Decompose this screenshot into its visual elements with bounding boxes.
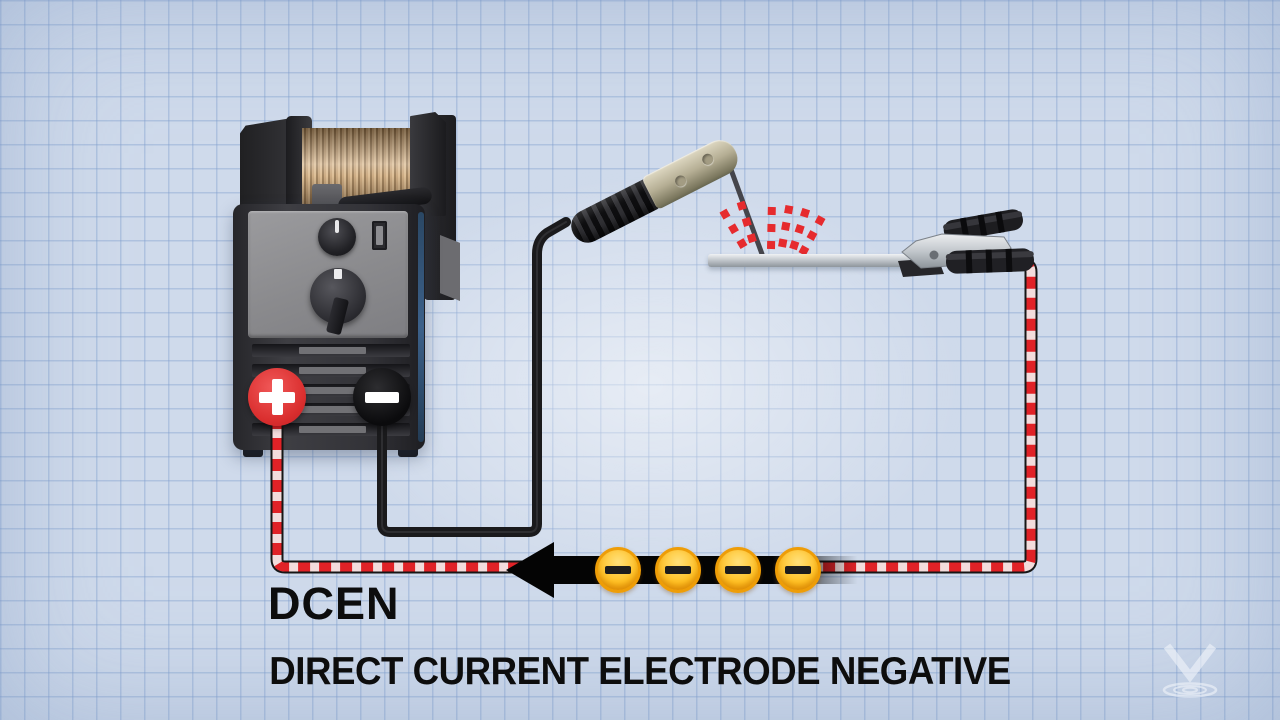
power-switch	[372, 221, 387, 250]
machine-side-edge	[418, 212, 424, 442]
vent-slit	[299, 406, 366, 414]
knob-notch	[334, 269, 342, 279]
dcen-label: DCEN	[268, 578, 400, 629]
electron-flow-arrow-head	[506, 542, 554, 598]
vent-slat	[252, 423, 410, 436]
main-control-knob	[310, 268, 366, 336]
power-switch-lever	[376, 226, 383, 245]
spark-icons	[718, 195, 826, 256]
electrode-cable	[377, 217, 571, 537]
clamp-handle-upper	[943, 209, 1023, 241]
electron	[775, 547, 821, 593]
spool-holder-bracket	[440, 235, 460, 301]
electron	[595, 547, 641, 593]
spark-icon	[767, 198, 776, 250]
spark-icon	[789, 205, 811, 251]
minus-icon	[785, 566, 811, 574]
vent-slit	[299, 347, 366, 354]
spark-icon	[798, 215, 826, 256]
diagram-title: DIRECT CURRENT ELECTRODE NEGATIVE	[269, 650, 1011, 693]
knob-pointer	[335, 220, 339, 233]
clamp-handle-lower	[945, 248, 1034, 274]
vent-slit	[299, 366, 366, 374]
vent-slit	[299, 426, 366, 433]
machine-foot	[398, 448, 418, 457]
negative-terminal	[353, 368, 411, 426]
positive-terminal	[248, 368, 306, 426]
electron	[715, 547, 761, 593]
minus-icon	[725, 566, 751, 574]
spark-icon	[718, 206, 748, 250]
machine-foot	[243, 448, 263, 457]
small-control-knob	[318, 218, 356, 256]
vent-slit	[299, 386, 366, 394]
electron	[655, 547, 701, 593]
minus-icon	[605, 566, 631, 574]
workpiece-bar	[708, 254, 934, 267]
minus-icon	[665, 566, 691, 574]
spark-icon	[735, 195, 757, 244]
vent-slat	[252, 344, 410, 357]
clamp-pivot	[929, 250, 939, 260]
